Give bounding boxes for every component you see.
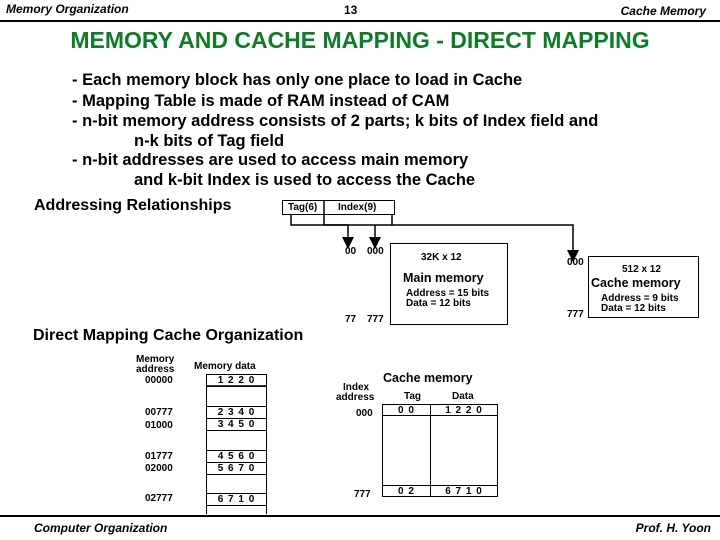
index-label-2: address — [336, 392, 375, 403]
main-addr-bottom-tag: 77 — [345, 314, 357, 325]
memory-address-5: 02777 — [145, 493, 173, 504]
memory-address-label-1: Memory — [136, 354, 175, 365]
memory-address-2: 01000 — [145, 420, 173, 431]
cache-index-1: 777 — [354, 489, 371, 500]
footer-rule — [0, 515, 720, 517]
cache-addr-top: 000 — [567, 257, 584, 268]
memory-address-1: 00777 — [145, 407, 173, 418]
main-memory-label: Main memory — [403, 271, 484, 285]
main-memory-data-bits: Data = 12 bits — [406, 298, 471, 309]
main-memory-size: 32K x 12 — [421, 252, 462, 263]
cache-table-title: Cache memory — [383, 371, 473, 385]
cache-tag-0: 0 0 — [382, 404, 431, 416]
memory-address-label-2: address — [136, 364, 175, 375]
tag-field-label: Tag(6) — [288, 202, 318, 213]
memory-data-0: 1 2 2 0 — [206, 374, 267, 387]
bullet-3-cont: n-k bits of Tag field — [134, 132, 285, 150]
tag-header: Tag — [404, 391, 422, 402]
header-left: Memory Organization — [6, 2, 129, 16]
memory-address-0: 00000 — [145, 375, 173, 386]
memory-data-5: 6 7 1 0 — [206, 493, 267, 506]
memory-data-4: 5 6 7 0 — [206, 462, 267, 475]
bullet-4-cont: and k-bit Index is used to access the Ca… — [134, 171, 476, 189]
footer-left: Computer Organization — [34, 521, 168, 535]
addressing-heading: Addressing Relationships — [34, 197, 232, 214]
page-title: MEMORY AND CACHE MAPPING - DIRECT MAPPIN… — [70, 27, 650, 53]
cache-addr-bottom: 777 — [567, 309, 584, 320]
main-addr-bottom-index: 777 — [367, 314, 384, 325]
header-rule — [0, 20, 720, 22]
cache-data-0: 1 2 2 0 — [430, 404, 498, 416]
cache-memory-box — [588, 256, 699, 318]
bullet-4: - n-bit addresses are used to access mai… — [72, 151, 469, 169]
main-memory-address-bits: Address = 15 bits — [406, 288, 490, 299]
cache-memory-address-bits: Address = 9 bits — [601, 293, 679, 304]
index-field-label: Index(9) — [338, 202, 377, 213]
cache-data-1: 6 7 1 0 — [430, 485, 498, 497]
page-number: 13 — [344, 3, 358, 17]
footer-right: Prof. H. Yoon — [635, 521, 711, 535]
memory-address-4: 02000 — [145, 463, 173, 474]
memory-address-3: 01777 — [145, 451, 173, 462]
cache-table-divider — [430, 404, 432, 497]
cache-index-0: 000 — [356, 408, 373, 419]
bullet-1: - Each memory block has only one place t… — [72, 71, 523, 89]
header-right: Cache Memory — [620, 4, 706, 18]
bullet-3: - n-bit memory address consists of 2 par… — [72, 112, 599, 130]
data-header: Data — [452, 391, 474, 402]
cache-memory-label: Cache memory — [591, 276, 681, 290]
cache-table — [382, 404, 498, 497]
cache-memory-data-bits: Data = 12 bits — [601, 303, 666, 314]
cache-tag-1: 0 2 — [382, 485, 431, 497]
main-addr-top-index: 000 — [367, 246, 384, 257]
memory-data-label: Memory data — [194, 361, 256, 372]
index-label-1: Index — [343, 382, 370, 393]
address-field-box — [282, 200, 395, 215]
memory-data-2: 3 4 5 0 — [206, 418, 267, 431]
bullet-2: - Mapping Table is made of RAM instead o… — [72, 92, 450, 110]
main-memory-box — [390, 243, 508, 325]
cache-memory-size: 512 x 12 — [622, 264, 661, 275]
main-addr-top-tag: 00 — [345, 246, 357, 257]
direct-mapping-heading: Direct Mapping Cache Organization — [33, 327, 304, 344]
